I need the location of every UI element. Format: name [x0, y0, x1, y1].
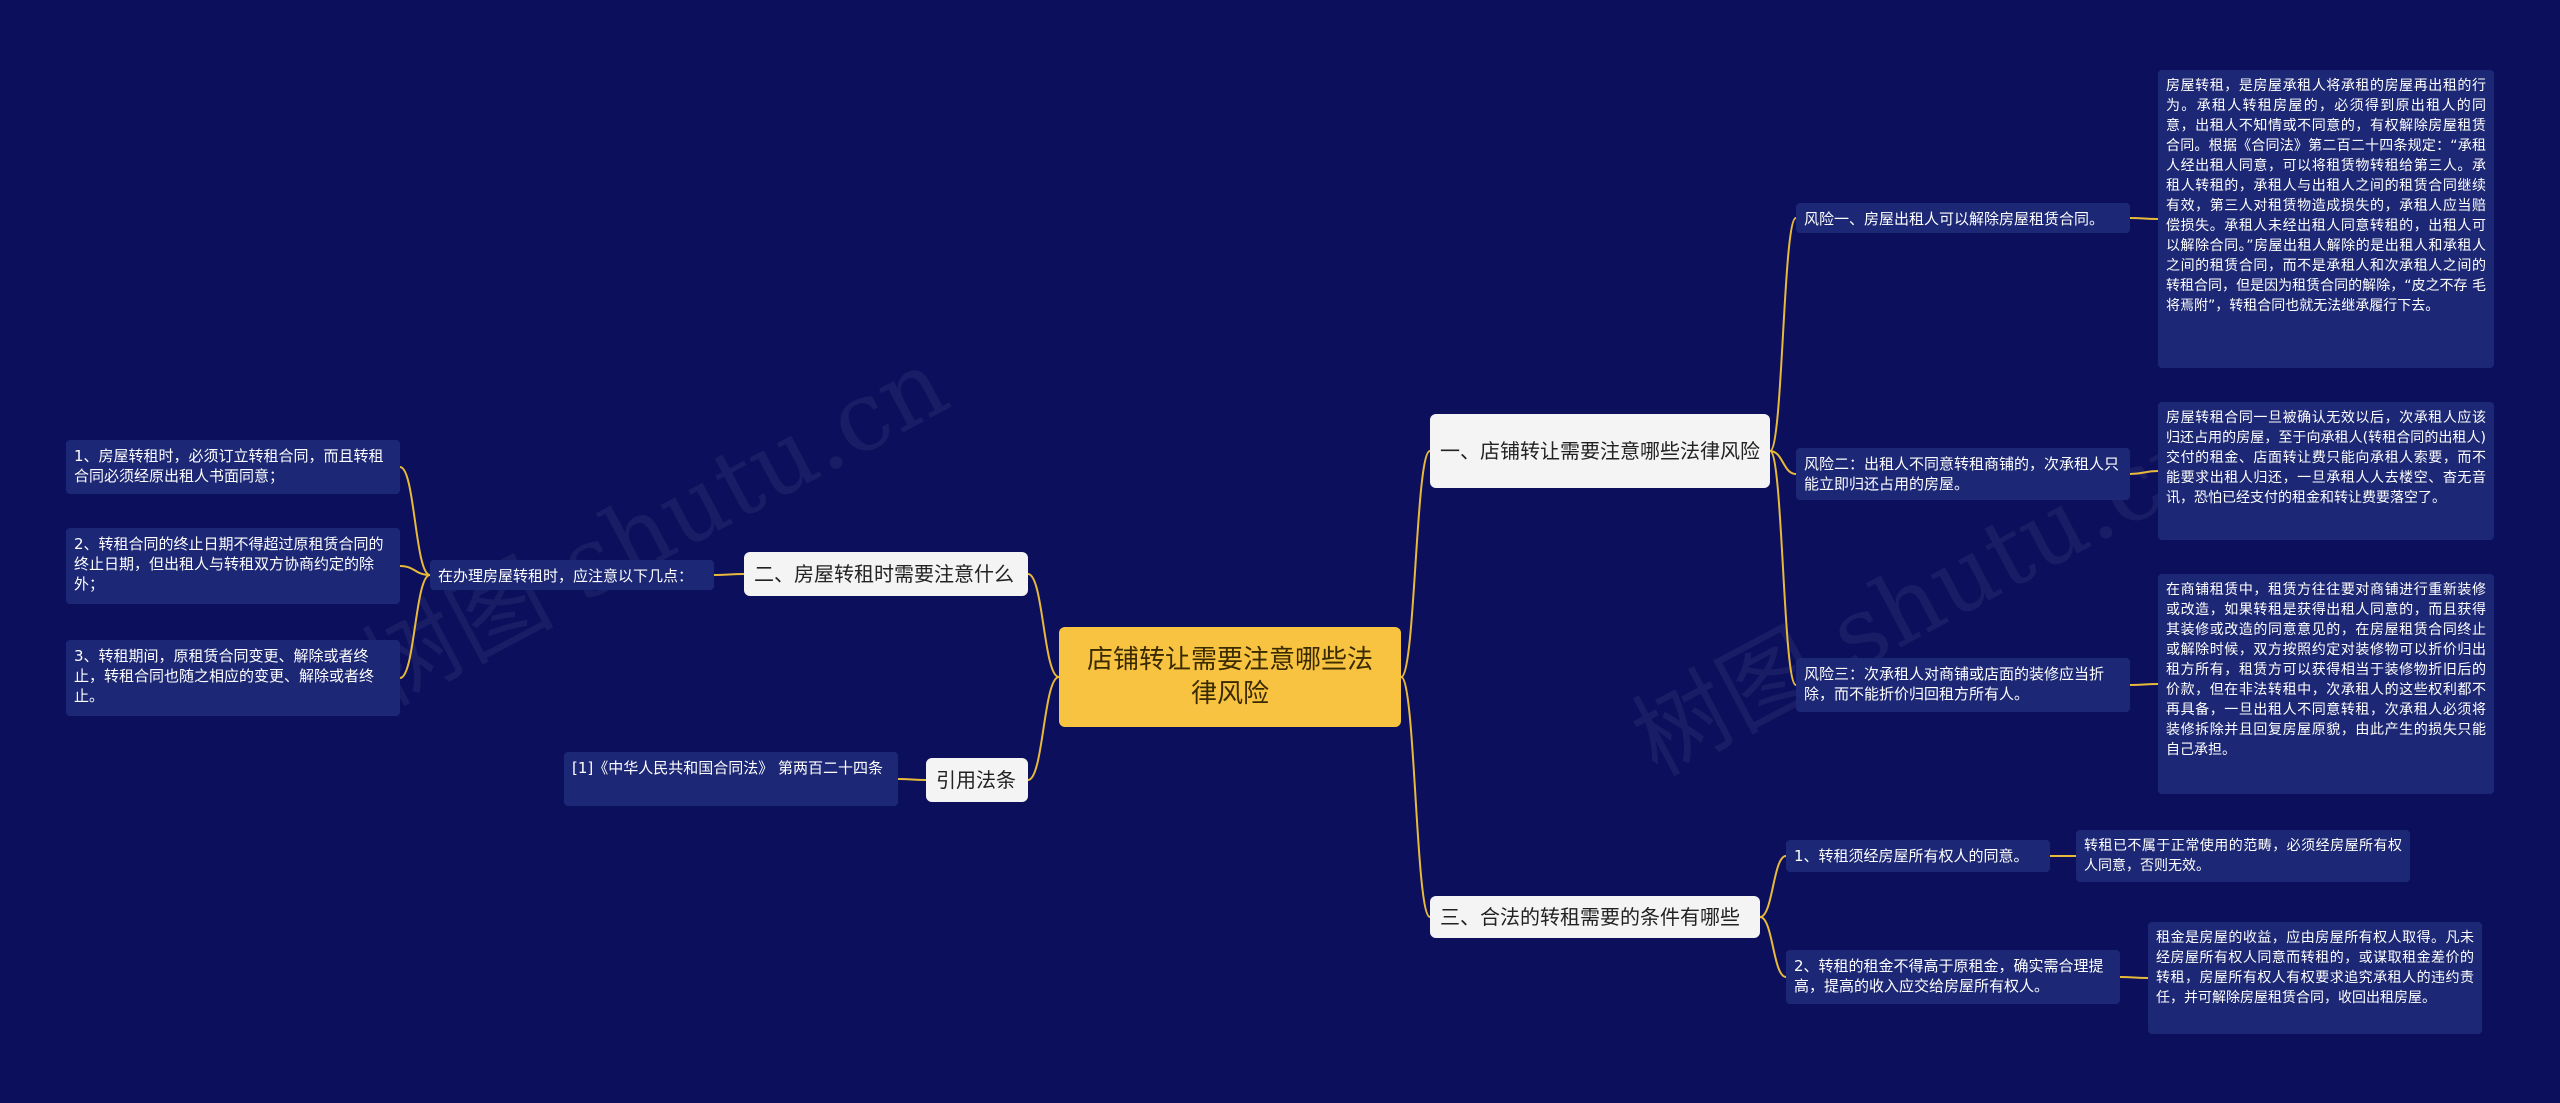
- branch-sublease-notes-label: 二、房屋转租时需要注意什么: [754, 562, 1014, 586]
- branch-cited-law-label: 引用法条: [936, 768, 1016, 792]
- connector-n-b2-n-intro: [713, 573, 745, 576]
- root-topic[interactable]: 店铺转让需要注意哪些法律风险: [1059, 627, 1401, 727]
- risk-2-detail[interactable]: 房屋转租合同一旦被确认无效以后，次承租人应该归还占用的房屋，至于向承租人(转租合…: [2158, 402, 2494, 540]
- connector-n-root-n-b1: [1400, 450, 1431, 678]
- connector-n-b1-n-r1: [1769, 217, 1797, 452]
- cited-law-article[interactable]: [1]《中华人民共和国合同法》 第两百二十四条: [564, 752, 898, 806]
- condition-2-detail[interactable]: 租金是房屋的收益，应由房屋所有权人取得。凡未经房屋所有权人同意而转租的，或谋取租…: [2148, 922, 2482, 1034]
- connector-n-b1-n-r3: [1769, 450, 1797, 686]
- connector-n-b4-n-cite: [897, 778, 927, 781]
- connector-n-r1-n-d1: [2129, 217, 2159, 220]
- sublease-note-2-text: 2、转租合同的终止日期不得超过原租赁合同的终止日期，但出租人与转租双方协商约定的…: [74, 535, 384, 593]
- risk-1[interactable]: 风险一、房屋出租人可以解除房屋租赁合同。: [1796, 203, 2130, 233]
- connector-n-root-n-b3: [1400, 676, 1431, 918]
- sublease-note-3-text: 3、转租期间，原租赁合同变更、解除或者终止，转租合同也随之相应的变更、解除或者终…: [74, 647, 375, 705]
- branch-sublease-notes[interactable]: 二、房屋转租时需要注意什么: [744, 552, 1028, 596]
- condition-1[interactable]: 1、转租须经房屋所有权人的同意。: [1786, 840, 2050, 872]
- sublease-note-3[interactable]: 3、转租期间，原租赁合同变更、解除或者终止，转租合同也随之相应的变更、解除或者终…: [66, 640, 400, 716]
- risk-2-label: 风险二：出租人不同意转租商铺的，次承租人只能立即归还占用的房屋。: [1804, 455, 2120, 493]
- condition-1-detail-text: 转租已不属于正常使用的范畴，必须经房屋所有权人同意，否则无效。: [2084, 838, 2402, 874]
- condition-2-label: 2、转租的租金不得高于原租金，确实需合理提高，提高的收入应交给房屋所有权人。: [1794, 957, 2104, 995]
- risk-2-detail-text: 房屋转租合同一旦被确认无效以后，次承租人应该归还占用的房屋，至于向承租人(转租合…: [2166, 410, 2486, 506]
- connector-n-c2-n-cd2: [2119, 976, 2149, 979]
- connector-n-intro-n-i3: [399, 574, 431, 679]
- condition-2-detail-text: 租金是房屋的收益，应由房屋所有权人取得。凡未经房屋所有权人同意而转租的，或谋取租…: [2156, 930, 2474, 1006]
- cited-law-article-text: [1]《中华人民共和国合同法》 第两百二十四条: [572, 759, 884, 777]
- sublease-note-1[interactable]: 1、房屋转租时，必须订立转租合同，而且转租合同必须经原出租人书面同意；: [66, 440, 400, 494]
- connector-n-r2-n-d2: [2129, 470, 2159, 475]
- branch-legal-conditions-label: 三、合法的转租需要的条件有哪些: [1440, 905, 1740, 929]
- sublease-notes-intro-label: 在办理房屋转租时，应注意以下几点：: [438, 567, 694, 585]
- sublease-note-2[interactable]: 2、转租合同的终止日期不得超过原租赁合同的终止日期，但出租人与转租双方协商约定的…: [66, 528, 400, 604]
- risk-1-detail[interactable]: 房屋转租，是房屋承租人将承租的房屋再出租的行为。承租人转租房屋的，必须得到原出租…: [2158, 70, 2494, 368]
- sublease-notes-intro[interactable]: 在办理房屋转租时，应注意以下几点：: [430, 560, 714, 590]
- connector-n-b3-n-c1: [1759, 855, 1787, 918]
- risk-3[interactable]: 风险三：次承租人对商铺或店面的装修应当折除，而不能折价归回租方所有人。: [1796, 658, 2130, 712]
- sublease-note-1-text: 1、房屋转租时，必须订立转租合同，而且转租合同必须经原出租人书面同意；: [74, 447, 384, 485]
- connector-n-b1-n-r2: [1769, 450, 1797, 475]
- branch-legal-risks-label: 一、店铺转让需要注意哪些法律风险: [1440, 439, 1760, 463]
- risk-2[interactable]: 风险二：出租人不同意转租商铺的，次承租人只能立即归还占用的房屋。: [1796, 448, 2130, 500]
- connector-n-b3-n-c2: [1759, 916, 1787, 978]
- condition-1-label: 1、转租须经房屋所有权人的同意。: [1794, 847, 2029, 865]
- condition-1-detail[interactable]: 转租已不属于正常使用的范畴，必须经房屋所有权人同意，否则无效。: [2076, 830, 2410, 882]
- connector-n-root-n-b2: [1027, 573, 1060, 678]
- branch-legal-risks[interactable]: 一、店铺转让需要注意哪些法律风险: [1430, 414, 1770, 488]
- risk-3-detail[interactable]: 在商铺租赁中，租赁方往往要对商铺进行重新装修或改造，如果转租是获得出租人同意的，…: [2158, 574, 2494, 794]
- connector-n-intro-n-i1: [399, 466, 431, 576]
- connector-n-r3-n-d3: [2129, 683, 2159, 686]
- branch-legal-conditions[interactable]: 三、合法的转租需要的条件有哪些: [1430, 896, 1760, 938]
- connector-n-intro-n-i2: [399, 565, 431, 576]
- risk-1-detail-text: 房屋转租，是房屋承租人将承租的房屋再出租的行为。承租人转租房屋的，必须得到原出租…: [2166, 78, 2486, 314]
- branch-cited-law[interactable]: 引用法条: [926, 758, 1028, 802]
- root-topic-label: 店铺转让需要注意哪些法律风险: [1086, 645, 1373, 709]
- condition-2[interactable]: 2、转租的租金不得高于原租金，确实需合理提高，提高的收入应交给房屋所有权人。: [1786, 950, 2120, 1004]
- risk-3-label: 风险三：次承租人对商铺或店面的装修应当折除，而不能折价归回租方所有人。: [1804, 665, 2105, 703]
- risk-3-detail-text: 在商铺租赁中，租赁方往往要对商铺进行重新装修或改造，如果转租是获得出租人同意的，…: [2166, 582, 2486, 758]
- connector-n-root-n-b4: [1027, 676, 1060, 781]
- risk-1-label: 风险一、房屋出租人可以解除房屋租赁合同。: [1804, 210, 2105, 228]
